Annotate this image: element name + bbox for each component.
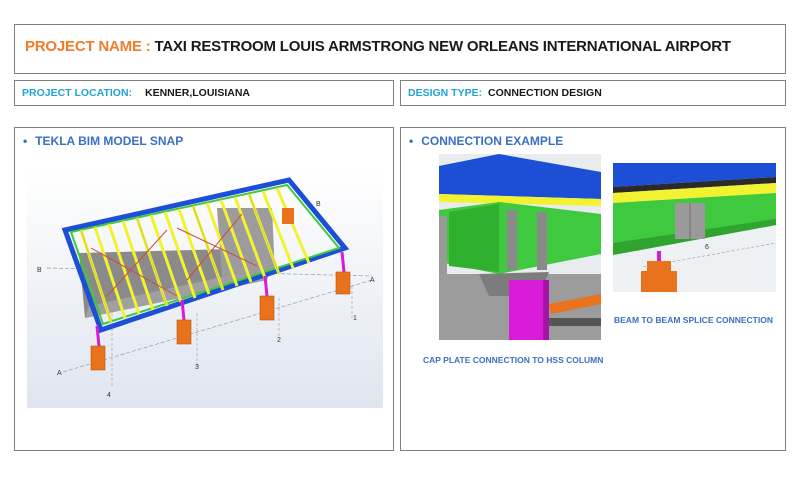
grid-label-a-right: A: [370, 277, 375, 284]
grid-label-b-left: B: [37, 267, 42, 274]
design-type-row: DESIGN TYPE: CONNECTION DESIGN: [408, 87, 602, 99]
splice-grid-label: 6: [705, 244, 709, 251]
grid-label-2: 2: [277, 337, 281, 344]
beam-splice-caption: BEAM TO BEAM SPLICE CONNECTION: [614, 315, 773, 325]
bim-model-heading: • TEKLA BIM MODEL SNAP: [23, 134, 183, 148]
project-name-row: PROJECT NAME : TAXI RESTROOM LOUIS ARMST…: [25, 38, 731, 55]
project-location-row: PROJECT LOCATION: KENNER,LOUISIANA: [22, 87, 250, 99]
design-type-box: DESIGN TYPE: CONNECTION DESIGN: [400, 80, 786, 106]
project-location-box: PROJECT LOCATION: KENNER,LOUISIANA: [14, 80, 394, 106]
design-type-value: CONNECTION DESIGN: [488, 87, 602, 99]
project-name-value: TAXI RESTROOM LOUIS ARMSTRONG NEW ORLEAN…: [154, 38, 731, 55]
project-location-label: PROJECT LOCATION:: [22, 87, 133, 99]
beam-splice-image: 6: [613, 163, 776, 292]
project-location-value: KENNER,LOUISIANA: [144, 87, 250, 99]
bim-model-image: B A A B 1 2 3 4: [27, 168, 383, 408]
grid-label-b-right: B: [316, 201, 321, 208]
bullet-icon: •: [23, 134, 28, 148]
grid-label-4: 4: [107, 392, 111, 399]
grid-label-3: 3: [195, 364, 199, 371]
design-type-label: DESIGN TYPE:: [408, 87, 483, 99]
bullet-icon: •: [409, 134, 414, 148]
connection-example-heading: • CONNECTION EXAMPLE: [409, 134, 563, 148]
cap-plate-image: [439, 154, 601, 340]
grid-label-1: 1: [353, 315, 357, 322]
bim-model-heading-text: TEKLA BIM MODEL SNAP: [35, 134, 184, 148]
cap-plate-caption: CAP PLATE CONNECTION TO HSS COLUMN: [423, 355, 604, 365]
grid-label-a-left: A: [57, 370, 62, 377]
connection-example-heading-text: CONNECTION EXAMPLE: [421, 134, 564, 148]
title-box: PROJECT NAME : TAXI RESTROOM LOUIS ARMST…: [14, 24, 786, 74]
project-name-label: PROJECT NAME :: [25, 38, 155, 55]
